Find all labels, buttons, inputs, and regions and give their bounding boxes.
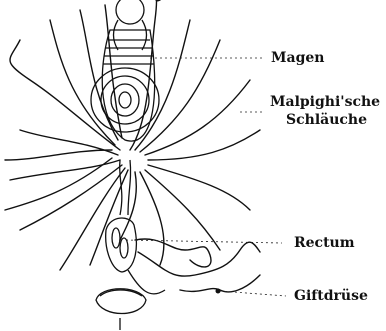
rectum [106, 218, 137, 272]
label-giftdruese: Giftdrüse [294, 288, 368, 304]
sting-bulb [96, 289, 146, 330]
oesophagus [114, 0, 147, 50]
label-malpighi-line1: Malpighi'sche [270, 94, 380, 110]
label-magen: Magen [271, 50, 324, 66]
label-rectum: Rectum [294, 235, 355, 251]
poison-gland [128, 239, 260, 294]
label-malpighi-line2: Schläuche [286, 112, 367, 128]
